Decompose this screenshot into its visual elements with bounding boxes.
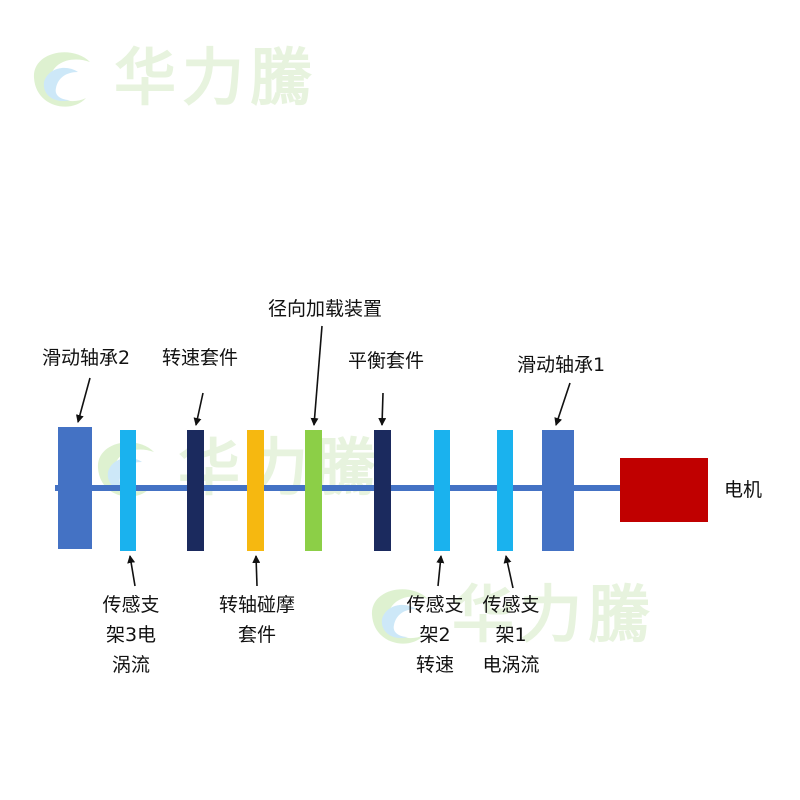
rub-impact-sleeve	[247, 430, 264, 551]
sliding-bearing-1	[542, 430, 574, 551]
sensor-bracket-2	[434, 430, 450, 551]
watermark-text: 华力騰	[178, 431, 383, 504]
label-motor: 电机	[724, 479, 763, 501]
brand-swirl-icon	[371, 589, 428, 644]
arrow-sensor1	[503, 555, 514, 589]
sensor-bracket-1	[497, 430, 513, 551]
arrow-bearing1	[554, 382, 571, 426]
watermark-logo-middle: 华力騰	[86, 428, 476, 508]
label-speed-sleeve: 转速套件	[162, 347, 239, 369]
brand-swirl-icon	[97, 442, 154, 497]
arrow-bearing2	[75, 377, 91, 423]
motor-block	[620, 458, 708, 522]
arrow-balance-sleeve	[378, 392, 387, 426]
arrow-sensor3	[127, 555, 136, 587]
watermark-text: 华力騰	[114, 41, 319, 114]
sliding-bearing-2	[58, 427, 92, 549]
label-sensor-bracket-2: 传感支 架2 转速	[406, 594, 464, 676]
radial-load-device	[305, 430, 322, 551]
label-sliding-bearing-1: 滑动轴承1	[517, 354, 606, 376]
watermark-logo-bottom: 华力騰	[360, 575, 750, 655]
sensor-bracket-3	[120, 430, 136, 551]
arrow-rub-sleeve	[252, 555, 261, 587]
label-rub-impact-sleeve: 转轴碰摩 套件	[218, 594, 295, 646]
label-sensor-bracket-3: 传感支 架3电 涡流	[102, 594, 160, 676]
label-balance-sleeve: 平衡套件	[348, 350, 425, 372]
balance-sleeve	[374, 430, 391, 551]
speed-sleeve	[187, 430, 204, 551]
watermark-logo-top: 华力騰	[22, 38, 412, 118]
label-sliding-bearing-2: 滑动轴承2	[42, 347, 131, 369]
rotor-shaft	[55, 485, 625, 491]
arrow-radial-load	[310, 325, 323, 426]
label-sensor-bracket-1: 传感支 架1 电涡流	[482, 594, 540, 676]
brand-swirl-icon	[33, 52, 90, 107]
arrow-speed-sleeve	[193, 392, 204, 426]
label-radial-load-device: 径向加载装置	[268, 298, 383, 320]
arrow-sensor2	[436, 555, 445, 587]
watermark-text: 华力騰	[452, 578, 657, 651]
